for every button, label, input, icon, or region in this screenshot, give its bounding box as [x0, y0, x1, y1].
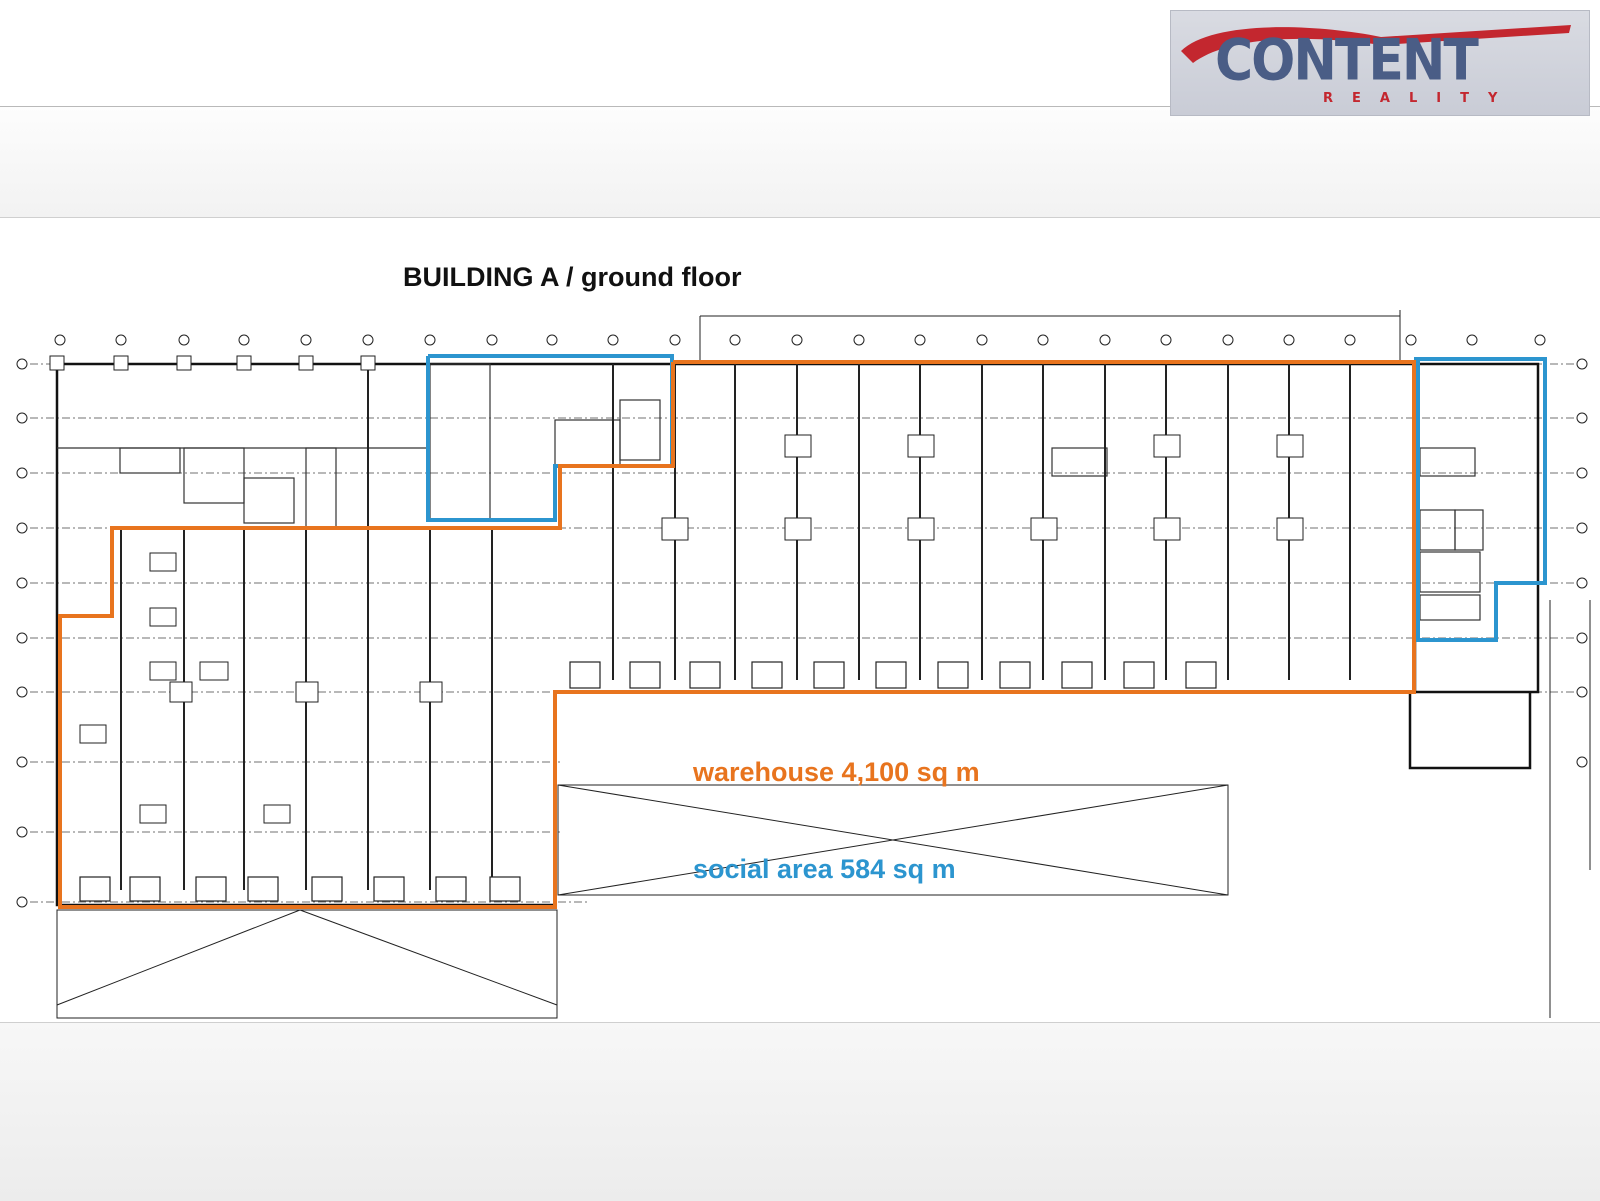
logo-swoosh — [1181, 25, 1571, 63]
warehouse-area-label: warehouse 4,100 sq m — [693, 757, 980, 787]
canopy-outlines — [56, 310, 1591, 1019]
social-area-label: social area 584 sq m — [693, 854, 956, 884]
logo-tagline: REALITY — [1323, 91, 1517, 106]
interior-walls — [57, 363, 1484, 621]
subheader-band — [0, 107, 1600, 218]
logo-brand-text: CONTENT — [1215, 28, 1479, 94]
grid-bubbles-top — [54, 334, 1546, 346]
plan-title: BUILDING A / ground floor — [403, 262, 742, 292]
column-pillars — [49, 355, 1304, 824]
content-reality-logo: CONTENT REALITY — [1170, 10, 1590, 116]
grid-bubbles-sides — [16, 358, 1588, 908]
warehouse-area-outline — [58, 360, 1416, 909]
floor-plan-drawing — [16, 310, 1591, 1019]
social-area-outline — [426, 354, 1547, 642]
dock-doors — [79, 661, 1217, 902]
footer-band — [0, 1022, 1600, 1201]
